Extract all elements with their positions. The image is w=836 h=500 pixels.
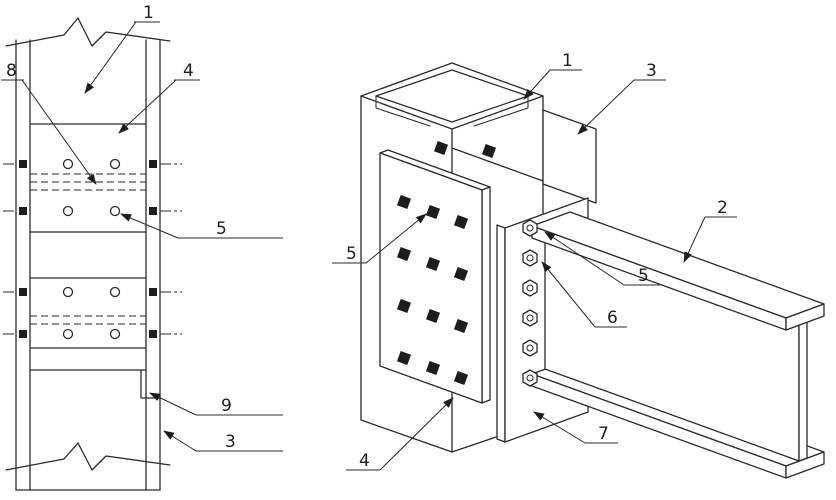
column-flange-lines: [15, 39, 161, 491]
bolt-hole: [62, 286, 74, 298]
bolt-head: [396, 298, 412, 314]
bolt-mark: [19, 330, 27, 338]
column-interior-lines: [375, 95, 529, 127]
isometric-view: 1 3 2 5 6 7 4 5: [332, 51, 825, 479]
ref-label: 2: [717, 198, 728, 218]
bolt-hole: [62, 158, 74, 170]
bolt-hole: [62, 328, 74, 340]
leader-5-left: [365, 213, 427, 264]
bolt-holes: [62, 158, 121, 340]
hex-bolt: [522, 339, 538, 357]
leader-1: [84, 21, 137, 94]
hex-bolt: [522, 369, 538, 387]
break-line-top-icon: [5, 17, 171, 47]
seat-bracket: [140, 369, 161, 399]
ref-label: 4: [359, 451, 370, 471]
bolt-hole: [109, 286, 121, 298]
bolt-head: [425, 256, 441, 272]
break-line-bottom-icon: [5, 442, 171, 471]
leader-1: [523, 69, 551, 100]
end-plate-hex-bolts: [522, 219, 538, 387]
bolt-head: [396, 350, 412, 366]
hex-bolt: [522, 249, 538, 267]
ref-label: 5: [216, 219, 227, 239]
beam-web-end: [798, 321, 808, 462]
cover-plate-face: [379, 152, 483, 404]
bolt-mark: [149, 288, 157, 296]
ref-label: 5: [638, 266, 649, 286]
ref-label: 5: [346, 244, 357, 264]
hex-bolt-center: [526, 344, 534, 352]
ref-label: 4: [183, 61, 194, 81]
flange-bolt-marks: [19, 160, 157, 338]
ref-label: 6: [607, 308, 618, 328]
bolt-hole: [109, 158, 121, 170]
ref-label: 9: [221, 396, 232, 416]
leader-2: [683, 216, 706, 263]
splice-plate-edges: [29, 123, 147, 371]
hex-bolt-center: [526, 224, 534, 232]
bolt-mark: [149, 330, 157, 338]
leader-7: [533, 411, 586, 444]
bolt-mark: [19, 288, 27, 296]
bolt-mark: [149, 207, 157, 215]
leader-8: [21, 79, 97, 185]
bolt-head: [453, 214, 469, 230]
column-top-inner: [375, 69, 529, 123]
beam-top-flange-end: [785, 303, 825, 331]
bolt-mark: [149, 160, 157, 168]
ref-label: 1: [562, 51, 573, 71]
hex-bolt-center: [526, 314, 534, 322]
bolt-head: [425, 308, 441, 324]
bolt-mark: [19, 207, 27, 215]
bolt-mark: [19, 160, 27, 168]
ref-label: 3: [225, 432, 236, 452]
hex-bolt: [522, 279, 538, 297]
leader-underlines: [1, 21, 283, 452]
leader-3: [163, 430, 197, 452]
face-bolt-mark: [481, 143, 497, 159]
bolt-hole: [109, 205, 121, 217]
hex-bolt-center: [526, 254, 534, 262]
cover-plate-side-edge: [481, 186, 491, 404]
bolt-head: [396, 246, 412, 262]
bolt-head: [425, 204, 441, 220]
hex-bolt-center: [526, 284, 534, 292]
bolt-centerlines: [3, 163, 182, 335]
leader-5: [120, 213, 179, 239]
elevation-view: 1 8 4 5 9 3: [1, 3, 283, 491]
bolt-head: [453, 266, 469, 282]
end-plate-edge: [496, 224, 506, 443]
leader-9: [149, 392, 197, 416]
sleeve-front-rim: [451, 147, 544, 182]
leader-3: [577, 79, 635, 135]
leader-5-right: [544, 231, 625, 286]
ref-label: 7: [598, 424, 609, 444]
bolt-hole: [62, 205, 74, 217]
hex-bolt: [522, 219, 538, 237]
bolt-head: [453, 370, 469, 386]
ref-label: 1: [143, 3, 154, 23]
column-top-outer: [360, 62, 544, 130]
leader-underlines: [332, 69, 737, 471]
bolt-head: [396, 194, 412, 210]
face-bolt-mark: [433, 140, 449, 156]
ref-label: 3: [646, 61, 657, 81]
hex-bolt: [522, 309, 538, 327]
bolt-head: [425, 360, 441, 376]
ref-label: 8: [6, 61, 17, 81]
leader-6: [541, 261, 596, 328]
hidden-plate-edges: [30, 173, 146, 325]
bolt-head: [453, 318, 469, 334]
hex-bolt-center: [526, 374, 534, 382]
bolt-hole: [109, 328, 121, 340]
leader-4: [118, 79, 177, 134]
cover-plate-bolts: [396, 194, 469, 386]
leader-4: [379, 397, 454, 471]
